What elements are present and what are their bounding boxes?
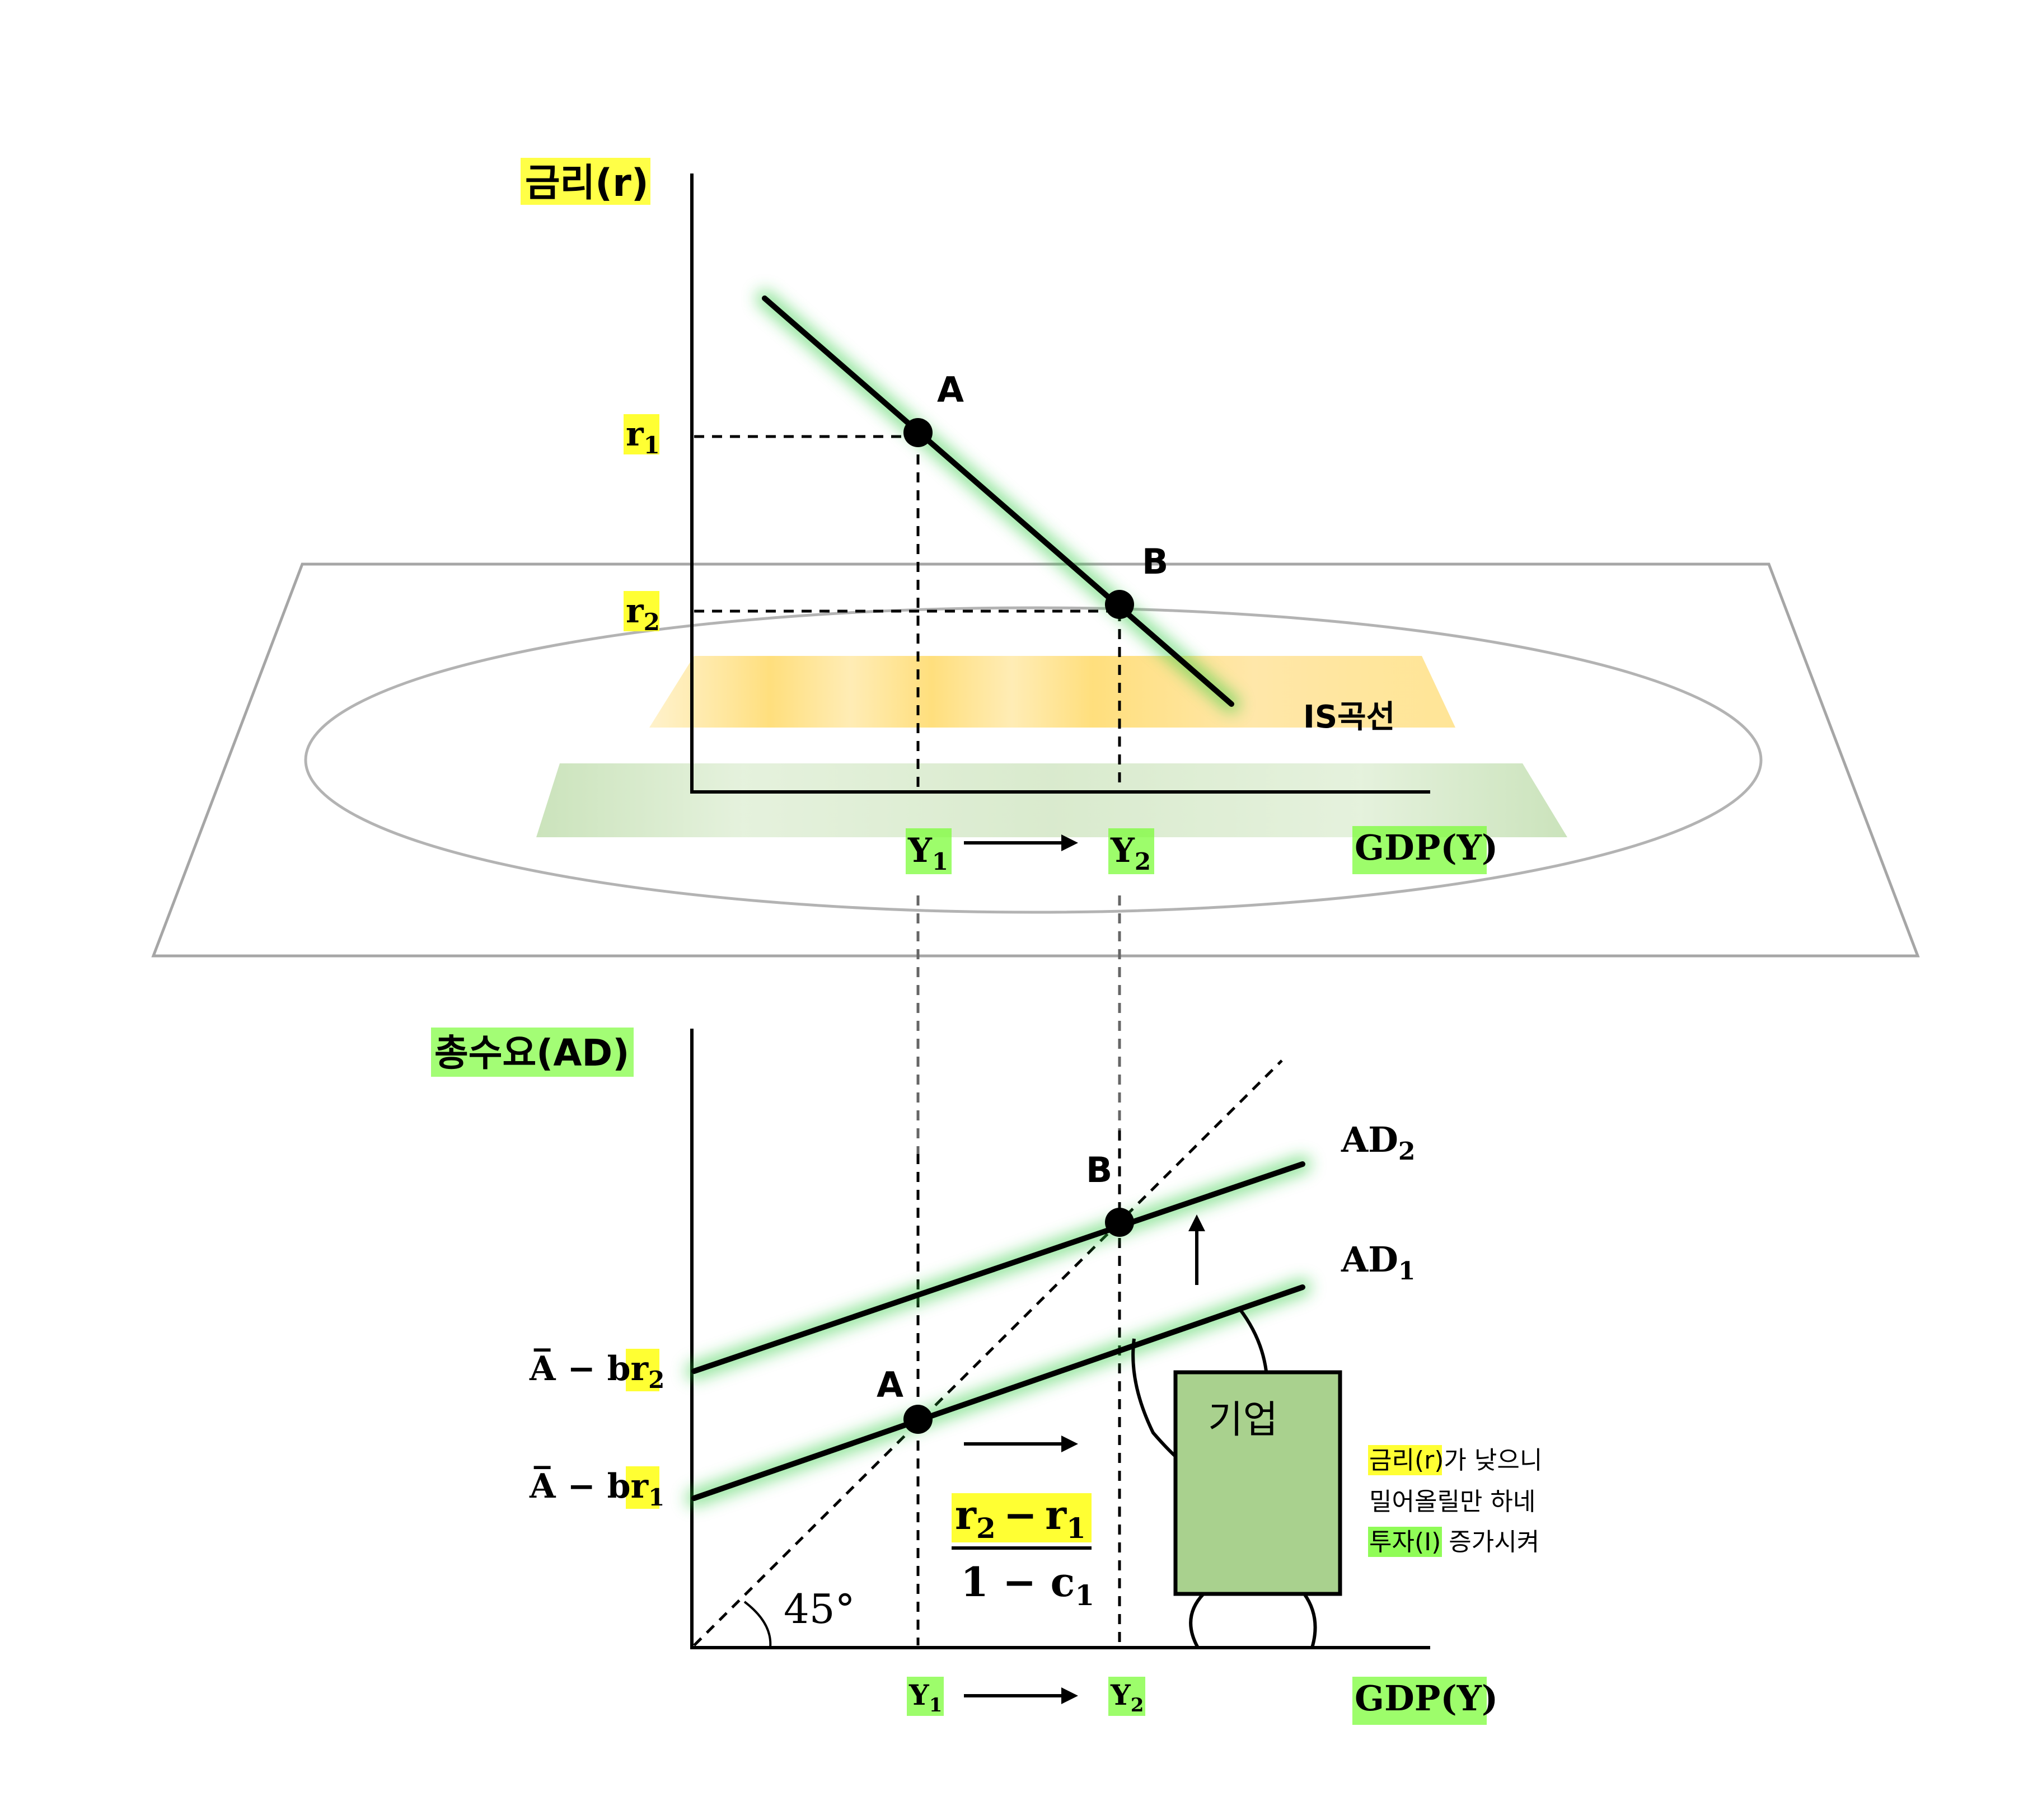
is-curve-label: IS곡선 [1303, 699, 1395, 735]
svg-text:금리(r): 금리(r) [525, 161, 649, 205]
svg-text:A̅ − br1: A̅ − br1 [529, 1466, 664, 1511]
multiplier-fraction: r2−r1 1 − c1 [952, 1491, 1094, 1612]
plane [151, 562, 1920, 958]
ad2-line [686, 1156, 1311, 1380]
45-degree-line [693, 1059, 1283, 1647]
svg-text:금리(r)가 낮으니: 금리(r)가 낮으니 [1369, 1446, 1542, 1475]
svg-text:GDP(Y): GDP(Y) [1355, 827, 1498, 868]
point-a-bottom-label: A [877, 1364, 903, 1405]
is-curve [756, 290, 1240, 712]
45-degree-label: 45° [784, 1586, 855, 1633]
svg-text:IS곡선: IS곡선 [1303, 699, 1395, 735]
svg-text:r2−r1: r2−r1 [955, 1491, 1086, 1545]
svg-text:Y1: Y1 [907, 831, 948, 875]
firm-character: 기업 [1131, 1307, 1342, 1649]
ad1-label: AD1 [1341, 1239, 1416, 1286]
point-b-bottom-label: B [1086, 1150, 1112, 1190]
svg-text:A̅ − br2: A̅ − br2 [529, 1348, 664, 1394]
intercept-ad2-label: A̅ − br2 [529, 1348, 664, 1394]
svg-text:밀어올릴만 하네: 밀어올릴만 하네 [1369, 1488, 1535, 1516]
svg-text:Y2: Y2 [1110, 1678, 1144, 1716]
green-band [536, 763, 1567, 837]
point-b-bottom [1105, 1208, 1134, 1237]
svg-text:Y1: Y1 [908, 1678, 942, 1716]
svg-text:GDP(Y): GDP(Y) [1355, 1678, 1498, 1719]
svg-text:AD2: AD2 [1341, 1119, 1416, 1166]
svg-text:1 − c1: 1 − c1 [961, 1558, 1094, 1612]
45-degree-arc [743, 1601, 772, 1648]
bottom-x-axis-label: GDP(Y) [1352, 1677, 1498, 1725]
y2-bottom-label: Y2 [1108, 1677, 1145, 1716]
firm-label: 기업 [1208, 1398, 1278, 1442]
point-a-top [903, 418, 933, 447]
svg-text:r2: r2 [626, 592, 660, 636]
point-a-top-label: A [937, 369, 964, 410]
svg-text:Y2: Y2 [1110, 831, 1151, 875]
point-b-top [1105, 590, 1134, 619]
bottom-y-axis-label: 총수요(AD) [431, 1028, 634, 1077]
point-b-top-label: B [1142, 541, 1168, 582]
y1-top-label: Y1 [906, 828, 952, 875]
firm-box [1173, 1370, 1342, 1596]
point-a-bottom [903, 1405, 933, 1434]
top-y-axis-label: 금리(r) [521, 158, 650, 205]
orange-band [649, 656, 1455, 728]
firm-speech: 금리(r)가 낮으니 밀어올릴만 하네 투자(I) 증가시켜 [1368, 1445, 1542, 1557]
svg-text:투자(I) 증가시켜: 투자(I) 증가시켜 [1369, 1528, 1539, 1556]
intercept-ad1-label: A̅ − br1 [529, 1466, 664, 1511]
svg-text:AD1: AD1 [1341, 1239, 1416, 1286]
ad2-label: AD2 [1341, 1119, 1416, 1166]
r2-label: r2 [624, 591, 660, 636]
ad1-line [686, 1279, 1311, 1507]
y2-top-label: Y2 [1108, 828, 1154, 875]
top-x-axis-label: GDP(Y) [1352, 826, 1498, 874]
svg-text:r1: r1 [626, 415, 660, 459]
r1-label: r1 [624, 414, 660, 459]
svg-text:총수요(AD): 총수요(AD) [434, 1031, 629, 1075]
y1-bottom-label: Y1 [907, 1677, 944, 1716]
